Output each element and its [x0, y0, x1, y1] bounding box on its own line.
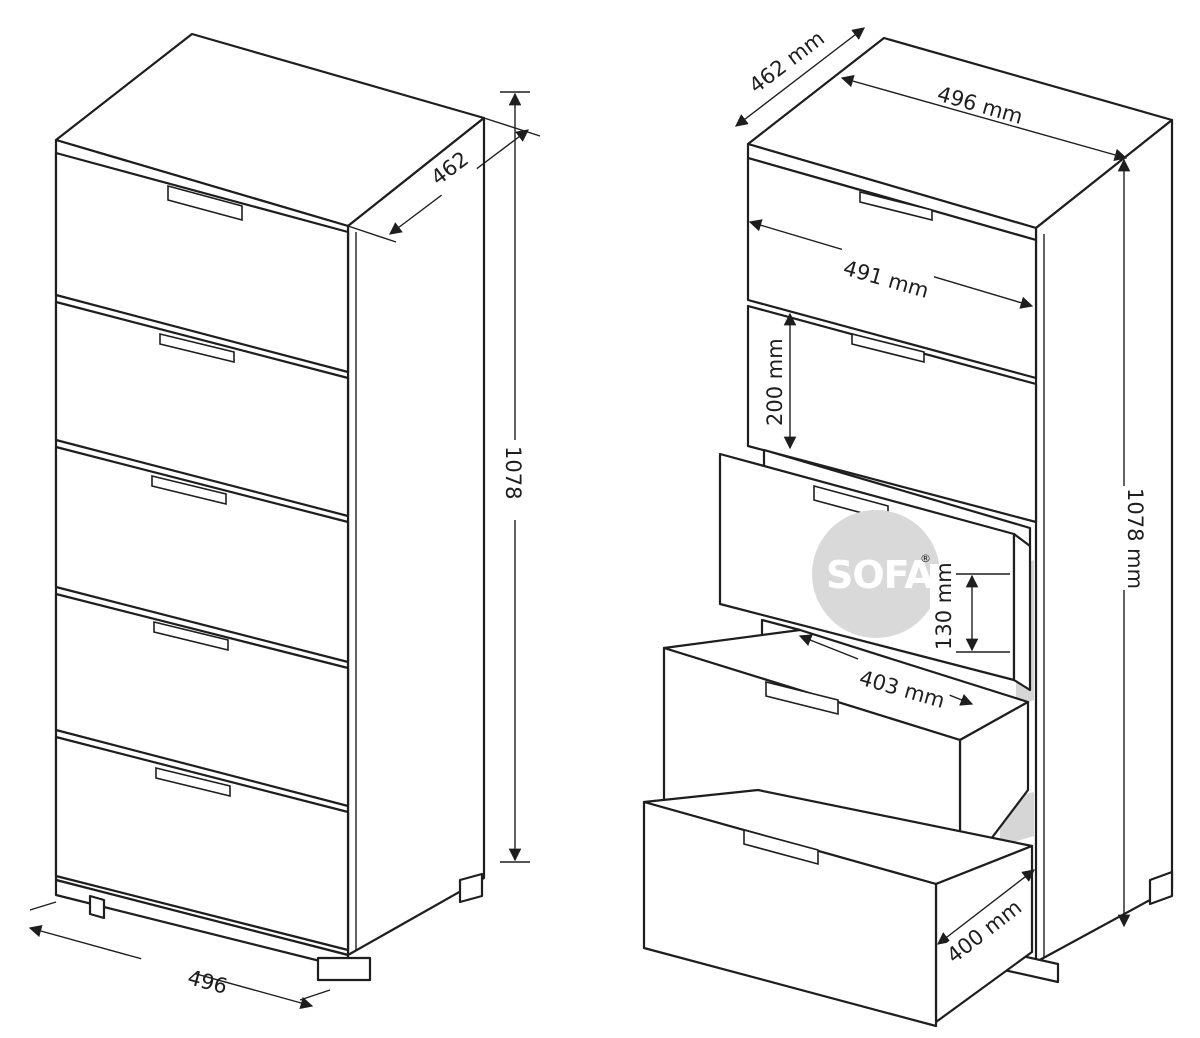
right-handle-5 [743, 828, 819, 866]
right-height-label: 1078 mm [1123, 488, 1147, 589]
left-drawer-4 [54, 592, 350, 808]
left-handle-5 [155, 766, 231, 798]
left-chest-side [346, 116, 486, 957]
right-chest-side [1034, 118, 1174, 964]
right-drawer-5 [642, 800, 938, 1028]
watermark-text: SOFA [826, 553, 934, 597]
left-height-label: 1078 [501, 446, 525, 499]
left-chest [54, 32, 486, 982]
left-drawer-3 [54, 445, 350, 664]
left-drawer-5 [54, 735, 350, 952]
left-width-label: 496 [185, 965, 230, 999]
watermark-registered-mark: ® [920, 552, 931, 565]
left-handle-3 [151, 474, 227, 506]
sofa-watermark: SOFA ® [812, 510, 940, 638]
left-handle-4 [153, 620, 229, 652]
left-handle-2 [159, 332, 235, 364]
right-drawer-2 [746, 304, 1038, 524]
left-handle-1 [167, 184, 243, 222]
left-drawer-2 [54, 300, 350, 518]
watermark-circle [812, 510, 940, 638]
right-drawer-height-label: 200 mm [763, 338, 787, 426]
right-inner-height-label: 130 mm [932, 562, 956, 650]
left-drawer-1 [54, 151, 350, 374]
